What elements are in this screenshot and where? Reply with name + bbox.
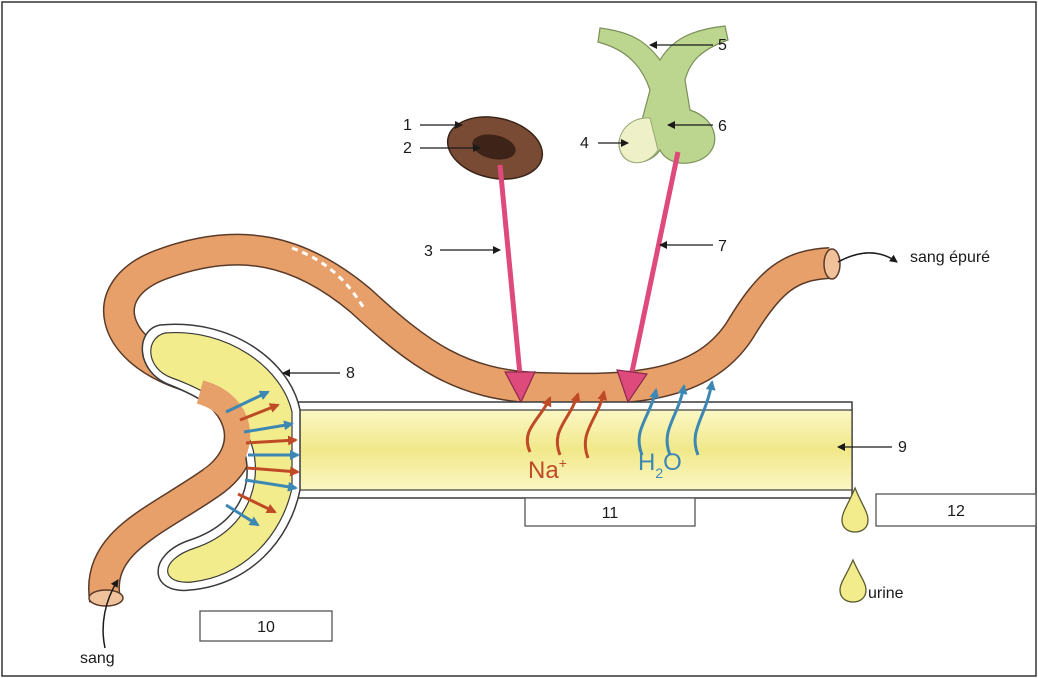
label-clean-blood: sang épuré xyxy=(910,249,990,266)
label-4: 4 xyxy=(580,135,589,152)
label-water-h: H xyxy=(638,449,655,476)
label-blood: sang xyxy=(80,650,115,667)
label-water-sub: 2 xyxy=(655,465,663,481)
label-1: 1 xyxy=(403,117,412,134)
label-7: 7 xyxy=(718,238,727,255)
label-sodium-charge: + xyxy=(559,455,567,471)
label-3: 3 xyxy=(424,243,433,260)
label-6: 6 xyxy=(718,118,727,135)
vessel-inlet xyxy=(89,590,123,606)
answer-box-11-label: 11 xyxy=(602,505,619,522)
label-5: 5 xyxy=(718,37,727,54)
answer-box-12-label: 12 xyxy=(947,503,965,520)
label-urine: urine xyxy=(868,585,904,602)
label-sodium: Na xyxy=(528,457,559,484)
answer-box-10-label: 10 xyxy=(257,619,275,636)
label-water-o: O xyxy=(663,449,682,476)
label-8: 8 xyxy=(346,365,355,382)
label-2: 2 xyxy=(403,140,412,157)
vessel-outlet xyxy=(824,249,840,279)
label-9: 9 xyxy=(898,439,907,456)
